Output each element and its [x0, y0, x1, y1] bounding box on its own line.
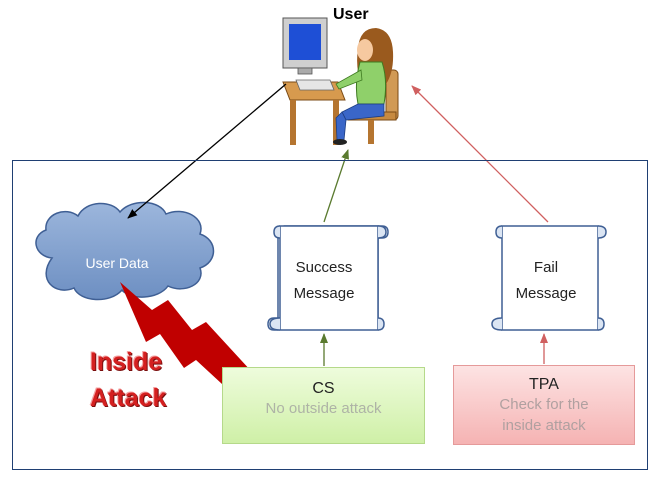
fail-scroll-icon — [491, 225, 607, 331]
user-at-computer-icon — [280, 6, 410, 151]
inside-attack-line2: Attack — [90, 384, 167, 412]
tpa-title: TPA — [529, 376, 559, 393]
lightning-icon — [120, 282, 252, 400]
success-message-line1: Success — [295, 259, 353, 276]
fail-message-line2: Message — [515, 285, 577, 302]
success-scroll-icon — [267, 225, 389, 331]
user-title: User — [333, 6, 369, 23]
tpa-subtitle-line2: inside attack — [502, 417, 586, 434]
cloud-icon — [35, 201, 215, 301]
arrow-fail-to-user — [411, 85, 549, 223]
cs-subtitle: No outside attack — [265, 400, 382, 417]
system-boundary — [12, 160, 648, 470]
tpa-subtitle-line1: Check for the — [499, 396, 589, 413]
cs-box: CS No outside attack — [222, 367, 425, 444]
fail-message-line1: Fail — [533, 259, 559, 276]
inside-attack-line1: Inside — [90, 348, 163, 376]
success-message-line2: Message — [293, 285, 355, 302]
tpa-box: TPA Check for the inside attack — [453, 365, 635, 445]
arrow-user-to-cloud — [127, 83, 287, 219]
inside-attack-label: Inside Attack — [90, 344, 190, 416]
fail-message-label: Fail Message — [506, 255, 586, 307]
arrow-success-to-user — [323, 149, 349, 223]
cs-title: CS — [312, 380, 335, 397]
success-message-label: Success Message — [284, 255, 364, 307]
cloud-label: User Data — [85, 255, 149, 271]
